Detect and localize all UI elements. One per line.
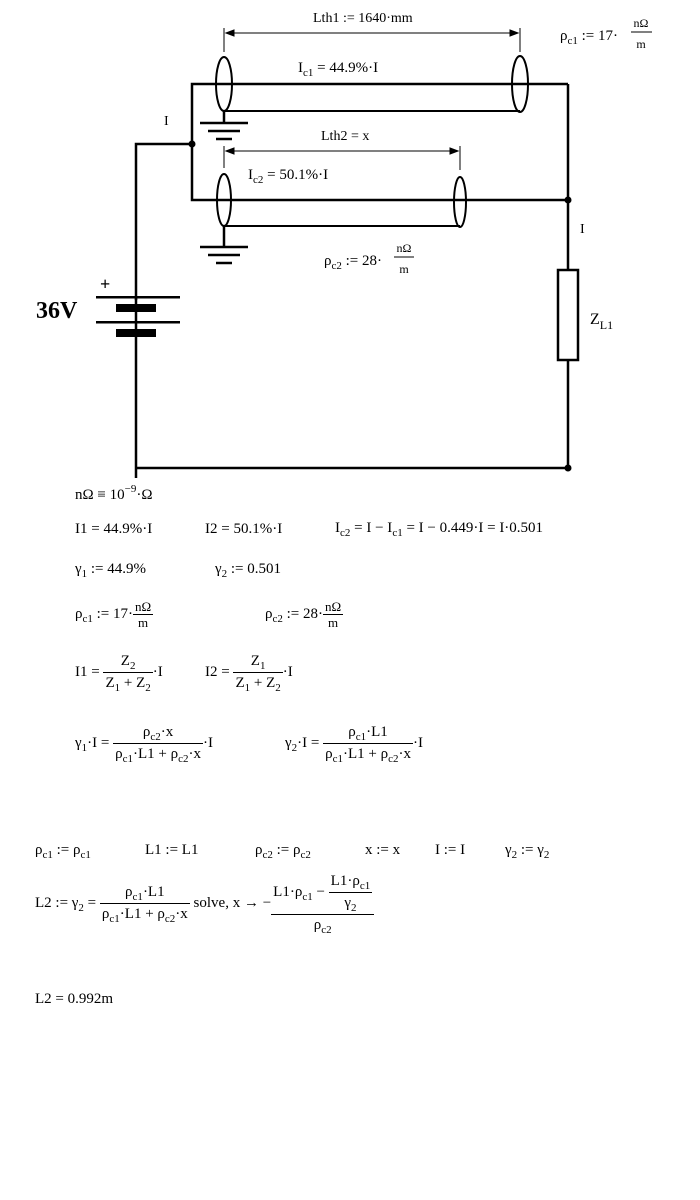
result-l2: L2 = 0.992m xyxy=(35,991,114,1007)
i1-equation: I1 = 44.9%·I xyxy=(75,521,153,537)
ic1-label: Ic1 = 44.9%·I xyxy=(298,60,378,79)
svg-text:nΩ: nΩ xyxy=(397,241,412,255)
node-right-bottom xyxy=(564,464,572,472)
def-nohm: nΩ ≡ 10−9·Ω xyxy=(75,483,153,503)
wire-cable1-top xyxy=(190,82,568,144)
svg-text:ρc1 := 17·: ρc1 := 17· xyxy=(560,28,618,47)
arrow-right-icon xyxy=(449,147,460,155)
arrow-left-icon xyxy=(224,147,235,155)
load-label: ZL1 xyxy=(590,311,613,332)
ground-icon xyxy=(200,111,248,141)
battery-voltage-label: 36V xyxy=(36,298,78,324)
arrow-right-icon xyxy=(509,29,520,37)
cable1-right-ferrite xyxy=(511,55,529,113)
gamma1-definition: γ1 := 44.9% xyxy=(75,561,147,580)
rho-c2-label: ρc2 := 28· nΩ m xyxy=(324,241,414,276)
current-label-right: I xyxy=(580,222,585,237)
assign-rho-c2: ρc2 := ρc2 xyxy=(255,842,311,861)
circuit-diagram: Lth1 := 1640·mm Lth2 = x Ic1 = 44.9%·I I… xyxy=(36,11,652,478)
battery-plus-label: + xyxy=(100,274,110,294)
current-label-left: I xyxy=(164,114,169,129)
lth1-label: Lth1 := 1640·mm xyxy=(313,11,413,26)
svg-text:m: m xyxy=(399,262,409,276)
node-right-top xyxy=(564,196,572,204)
ground-icon xyxy=(200,226,248,265)
assign-gamma2: γ2 := γ2 xyxy=(505,842,550,861)
i2-equation: I2 = 50.1%·I xyxy=(205,521,283,537)
svg-text:m: m xyxy=(636,37,646,51)
svg-text:nΩ: nΩ xyxy=(634,16,649,30)
wire-left-top xyxy=(134,142,192,478)
rho-c1-label: ρc1 := 17· nΩ m xyxy=(560,16,652,51)
node-left xyxy=(188,140,196,148)
wire-cable2-bottom xyxy=(190,144,568,202)
assign-rho-c1: ρc1 := ρc1 xyxy=(35,842,91,861)
lth2-label: Lth2 = x xyxy=(321,129,369,144)
gamma2-definition: γ2 := 0.501 xyxy=(215,561,282,580)
ic2-label: Ic2 = 50.1%·I xyxy=(248,167,328,186)
svg-text:ρc2 := 28·: ρc2 := 28· xyxy=(324,253,382,272)
battery-icon xyxy=(96,296,180,337)
wires xyxy=(134,82,570,478)
assign-l1: L1 := L1 xyxy=(145,842,199,858)
ic2-equation: Ic2 = I − Ic1 = I − 0.449·I = I·0.501 xyxy=(335,520,544,539)
cable2-right-ferrite xyxy=(453,176,467,228)
load-resistor xyxy=(556,268,580,362)
assign-i: I := I xyxy=(435,842,466,858)
assign-x: x := x xyxy=(365,842,401,858)
arrow-left-icon xyxy=(224,29,235,37)
